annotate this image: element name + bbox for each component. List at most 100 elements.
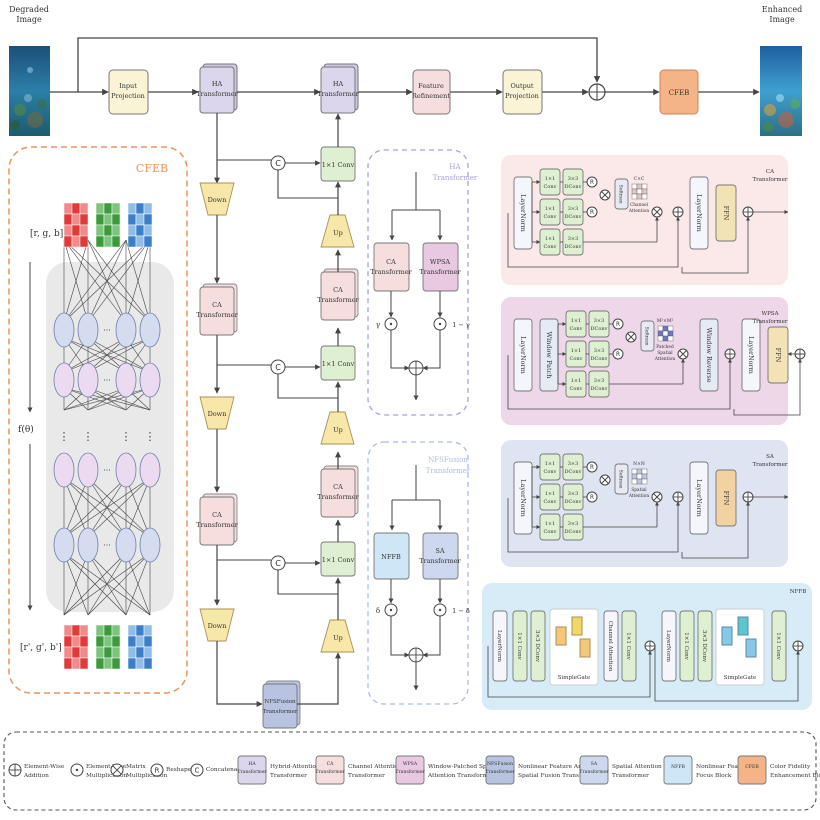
color-cube [95,202,121,248]
down-block: Down [199,182,235,216]
conv-pair-2-conv1-l2: Conv [544,529,557,535]
conv-pair-0-conv1-l1: 1×1 [545,461,556,467]
conv-pair-1-conv1-l1: 1×1 [545,206,556,212]
legend-box [485,755,515,785]
nffb-dconv-c-label: 3×3 DConv [701,630,707,663]
ffn-block [715,184,737,242]
legend-text: Hybrid-Attention [270,764,320,770]
window-patch-label: Window Patch [545,332,553,379]
neuron [77,362,99,398]
nfs-panel-title-1: NFSFusion [428,456,468,464]
matmul-qk-icon [625,331,637,343]
matmul-v-icon [651,206,663,218]
layernorm-2-label: LayerNorm [695,479,703,517]
conv-pair-0-dconv [562,453,584,481]
feature-refinement-label-1: Feature [418,82,444,90]
ffn-label: FFN [774,348,782,363]
ha-ca-label-2: Transformer [370,268,412,276]
reshape-icon-q: R [586,461,598,473]
simplegate-a-label: SimpleGate [558,675,590,681]
svg-text:Transformer: Transformer [317,90,359,98]
conv-pair-2-dconv-l1: 3×3 [568,521,579,527]
layernorm-2-label: LayerNorm [695,194,703,232]
up-block: Up [320,411,355,445]
legend-concat-icon-text: C [195,767,200,775]
gate-cube [555,626,567,646]
legend-box [663,755,693,785]
nffb-add-1-icon [644,640,656,652]
reshape-icon-q-text: R [616,322,620,328]
conv-pair-0-dconv-l2: DConv [565,469,582,475]
enhanced-image-texture [763,94,800,132]
gate-cube [737,616,749,636]
matmul-qk-icon [599,474,611,486]
detail-title-1: WPSA [761,311,779,317]
ha-transformer-top-left: HA Transformer [196,63,239,114]
ca-label-2: Transformer [317,493,359,501]
legend [3,731,817,811]
color-cube [63,624,89,670]
detail-title-2: Transformer [752,177,787,183]
neuron [77,452,99,488]
degraded-label-2: Image [16,15,42,24]
conv-pair-2-dconv [588,370,610,398]
concat-icon-text: C [275,559,281,568]
conv-pair-1-dconv-l1: 3×3 [594,348,605,354]
neuron [53,362,75,398]
neuron [77,312,99,348]
nffb-dconv-c [697,610,713,682]
legend-text: Channel Attention [348,764,402,770]
residual-add-1-icon [672,491,684,503]
legend-box [395,755,425,785]
legend-text: Multiplication [126,773,168,779]
conv-pair-1-dconv [588,340,610,368]
svg-text:Transformer: Transformer [196,90,238,98]
residual-add-1-icon [672,206,684,218]
legend-box-label: NFSFusion [487,761,513,767]
conv-pair-0-dconv-l1: 3×3 [594,318,605,324]
legend-text: Reshape [166,767,192,773]
legend-text: Nonlinear Feature [696,764,751,770]
conv-pair-1-dconv-l2: DConv [591,356,608,362]
layernorm-1 [513,318,533,392]
nfs-sa-label-2: Transformer [419,557,461,565]
conv-pair-2-conv1-l1: 1×1 [545,521,556,527]
nffb-conv1-d [771,610,787,682]
svg-text:HA: HA [333,80,344,88]
legend-add-icon [8,763,22,777]
neuron-dots: ··· [103,541,111,550]
up-block: Up [320,619,355,653]
nfs-sum-add-icon [408,647,424,663]
legend-text: Matrix [126,764,146,770]
nffb-layernorm-2 [661,610,677,682]
conv-pair-2-dconv-l1: 3×3 [594,378,605,384]
svg-text:HA: HA [212,80,223,88]
conv-pair-0-dconv [588,310,610,338]
legend-box [579,755,609,785]
detail-title-2: Transformer [752,319,787,325]
nffb-channel-attention [603,610,619,682]
conv-pair-2-dconv-l1: 3×3 [568,236,579,242]
conv-pair-0-conv1 [539,168,561,196]
color-cube [127,624,153,670]
conv1x1-label: 1×1 Conv [322,161,355,169]
conv-pair-1-conv1-l2: Conv [570,356,583,362]
legend-box-label: CFEB [745,764,759,770]
conv-pair-2-conv1-l2: Conv [570,386,583,392]
nffb-layernorm-1 [492,610,508,682]
reshape-icon-k-text: R [590,210,594,216]
softmax-block-label: Softmax [618,470,624,489]
neuron-vdots: ⋮ [121,430,132,443]
conv-pair-0-conv1-l1: 1×1 [545,176,556,182]
nffb-conv1-a [512,610,528,682]
neuron-vdots: ⋮ [59,430,70,443]
legend-box-label: Transformer [237,769,267,775]
ffn-block [715,469,737,527]
legend-matmul-icon [110,763,124,777]
attention-dim-label: M²×M² [657,318,674,324]
neuron [53,312,75,348]
reshape-icon-q-text: R [590,465,594,471]
cfeb-label: CFEB [669,89,689,97]
